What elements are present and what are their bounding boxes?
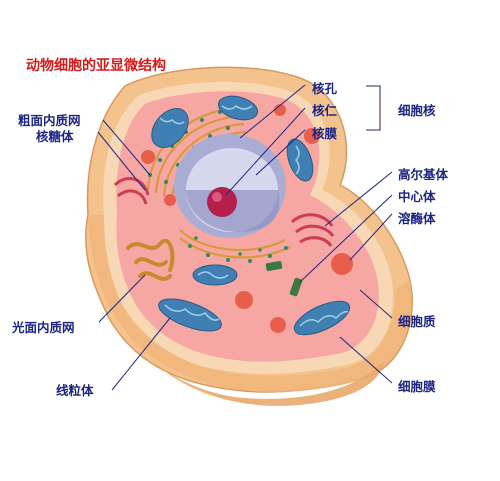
label-cytoplasm: 细胞质 — [398, 314, 436, 329]
label-golgi: 高尔基体 — [398, 167, 449, 182]
label-centrosome: 中心体 — [398, 189, 436, 204]
lysosome-vesicles — [141, 104, 353, 333]
centrosome-organelle — [265, 260, 303, 297]
label-nucleus: 细胞核 — [398, 103, 436, 118]
label-nuclear-pore: 核孔 — [312, 81, 338, 96]
mitochondria-group — [151, 95, 351, 336]
label-mitochondria: 线粒体 — [56, 383, 94, 398]
nucleolus — [207, 187, 237, 217]
label-rough-er: 粗面内质网 — [18, 113, 81, 128]
label-cell-membrane: 细胞膜 — [398, 379, 436, 394]
label-nuclear-membrane: 核膜 — [312, 126, 338, 141]
smooth-er-organelle — [126, 239, 175, 281]
label-lysosome: 溶酶体 — [398, 211, 436, 226]
leader-lines — [97, 84, 393, 391]
diagram-title: 动物细胞的亚显微结构 — [26, 58, 166, 74]
label-nucleolus: 核仁 — [312, 103, 338, 118]
golgi-apparatus — [113, 177, 335, 247]
label-smooth-er: 光面内质网 — [12, 320, 75, 335]
label-ribosome: 核糖体 — [36, 129, 74, 144]
